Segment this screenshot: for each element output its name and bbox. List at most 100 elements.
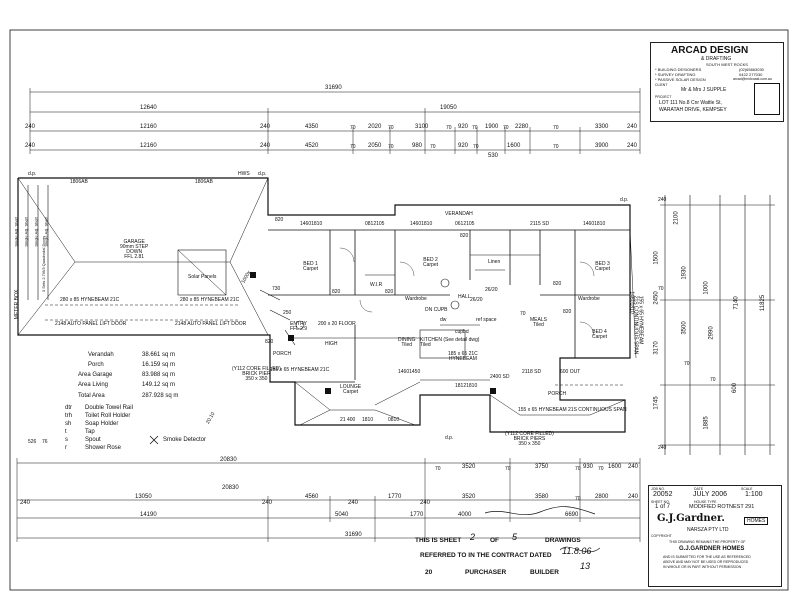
- room-entry: ENTRY FFL 2.9: [290, 321, 308, 332]
- beam-note: 155 x 65 HYNEBEAM 21C: [270, 367, 330, 373]
- brick-pier: [250, 272, 256, 278]
- dim-r4: 70: [388, 144, 394, 150]
- dim-b1: 1600: [608, 464, 622, 470]
- legend-code: sh: [65, 421, 72, 427]
- house-type-label: HOUSE TYPE: [694, 500, 717, 504]
- legend-desc: Soap Holder: [85, 421, 119, 427]
- service-1: * BUILDING DESIGNERS: [655, 67, 702, 72]
- dim-r3: 12160: [140, 124, 157, 130]
- dim-r4: 240: [25, 143, 36, 149]
- title-block: ARCAD DESIGN & DRAFTING SOUTH WEST ROCKS…: [650, 42, 784, 122]
- dim-b2: 1770: [388, 494, 402, 500]
- dim-right: 3500: [681, 321, 688, 335]
- dim-r3: 3300: [595, 124, 609, 130]
- beam-note: 280 x 85 HYNEBEAM 21C: [60, 297, 120, 303]
- dim-r4: 4520: [305, 143, 319, 149]
- room-porch2: PORCH: [548, 391, 567, 397]
- legend-desc: Spout: [85, 437, 101, 443]
- stamp-line1-a: THIS IS SHEET: [415, 537, 462, 544]
- shelf-label: Single Adj. Shelf: [33, 217, 39, 247]
- dim-right: 1745: [653, 396, 660, 410]
- door-size: 26/20: [485, 287, 498, 293]
- area-label: Area Living: [78, 382, 109, 388]
- dim-r3: 3100: [415, 124, 429, 130]
- dim-r3: 240: [627, 124, 638, 130]
- dim-b2: 2800: [595, 494, 609, 500]
- dim-r3: 70: [350, 125, 356, 131]
- dim-b1: 3520: [462, 464, 476, 470]
- dim-r3: 240: [25, 124, 36, 130]
- dim-right: 2100: [673, 211, 680, 225]
- stamp-handwritten-mark-icon: [484, 506, 596, 516]
- legend-code: dtr: [65, 405, 73, 411]
- smoke-detector-label: Smoke Detector: [163, 437, 207, 443]
- dim-r4: 3900: [595, 143, 609, 149]
- window-code: 0612105: [455, 221, 475, 227]
- area-value: 149.12 sq m: [142, 382, 176, 388]
- room-meals: MEALS Tiled: [530, 317, 547, 328]
- door-size: 26/20: [470, 297, 483, 303]
- copyright-line: IN WHOLE OR IN PART WITHOUT PERMISSION: [663, 565, 742, 569]
- client-name: Mr & Mrs J SUPPLE: [681, 87, 727, 93]
- dim-top-left: 12640: [140, 105, 157, 111]
- sheet-number: 1 of 7: [655, 504, 671, 510]
- door-size: 820: [460, 233, 469, 239]
- area-value: 83.988 sq m: [142, 372, 176, 378]
- doors-label: 3 Sets 2.7/6/3 Quadrodal Doors: [41, 235, 47, 293]
- beam-note: 280 x 85 HYNEBEAM 21C: [180, 297, 240, 303]
- builder-company: NARSZA PTY LTD: [687, 527, 729, 533]
- room-hall: HALL: [458, 294, 471, 300]
- dim-right: 1000: [703, 281, 710, 295]
- room-dining: DINING Tiled: [398, 337, 416, 348]
- door-size: 820: [385, 289, 394, 295]
- area-value: 287.928 sq m: [142, 393, 179, 399]
- job-no: 20052: [653, 491, 673, 498]
- dim-b3-total: 14190: [140, 512, 157, 518]
- smoke-detector-icon: [440, 278, 450, 288]
- dim-right-sub: 240: [658, 197, 667, 203]
- area-label: Total Area: [78, 393, 105, 399]
- dim-b1: 3750: [535, 464, 549, 470]
- room-wir: W.I.R: [370, 282, 383, 288]
- stamp-hand-date: 11.8.06: [562, 546, 592, 556]
- dim-b3: 6690: [565, 512, 579, 518]
- copyright-line: AND IS SUBMITTED FOR THE USE AS REFERENC…: [663, 555, 751, 559]
- service-2: * SURVEY DRAFTING: [655, 72, 696, 77]
- dim-b1: 70: [505, 466, 511, 472]
- meter-box: METER BOX: [14, 289, 21, 320]
- dim-b1: 70: [435, 466, 441, 472]
- dim-70: 70: [520, 311, 526, 317]
- brick-pier: [490, 388, 496, 394]
- dim-r3: 70: [472, 125, 478, 131]
- date-label: DATE: [694, 487, 704, 491]
- window-code: 14601810: [410, 221, 433, 227]
- dim-b1: 930: [583, 464, 594, 470]
- company-sub2: SOUTH WEST ROCKS: [706, 62, 748, 67]
- dw: dw: [440, 317, 447, 323]
- room-wardrobe2: Wardrobe: [578, 296, 600, 302]
- outer-walls: [17, 177, 631, 433]
- dim-r3: 4350: [305, 124, 319, 130]
- dim-b2: 70: [575, 496, 581, 502]
- room-lounge: LOUNGE Carpet: [340, 384, 362, 395]
- legend-desc: Shower Rose: [85, 445, 122, 451]
- beam-note: 200 x 20 FLOOR: [318, 321, 356, 327]
- stamp-hand-sig: 13: [580, 561, 591, 571]
- hws-label: HWS: [238, 171, 250, 177]
- dim-76: 76: [42, 439, 48, 445]
- room-kitchen: KITCHEN (See detail dwg) Tiled: [420, 337, 480, 348]
- window-code: 2400 SD: [490, 374, 510, 380]
- solar-panels-box: [177, 249, 227, 296]
- dim-bottom-total1: 20830: [220, 457, 237, 463]
- dim-b2: 3580: [535, 494, 549, 500]
- door-size: 820: [563, 309, 572, 315]
- dim-right-sub: 70: [658, 286, 664, 292]
- dim-b3: 1770: [410, 512, 424, 518]
- window-code: 600 OUT: [560, 369, 581, 375]
- window-code: 0812105: [365, 221, 385, 227]
- window-code: 14601810: [628, 291, 635, 314]
- room-high: HIGH: [325, 341, 338, 347]
- dim-b2: 240: [262, 500, 273, 506]
- stamp-line2: REFERRED TO IN THE CONTRACT DATED: [420, 552, 552, 559]
